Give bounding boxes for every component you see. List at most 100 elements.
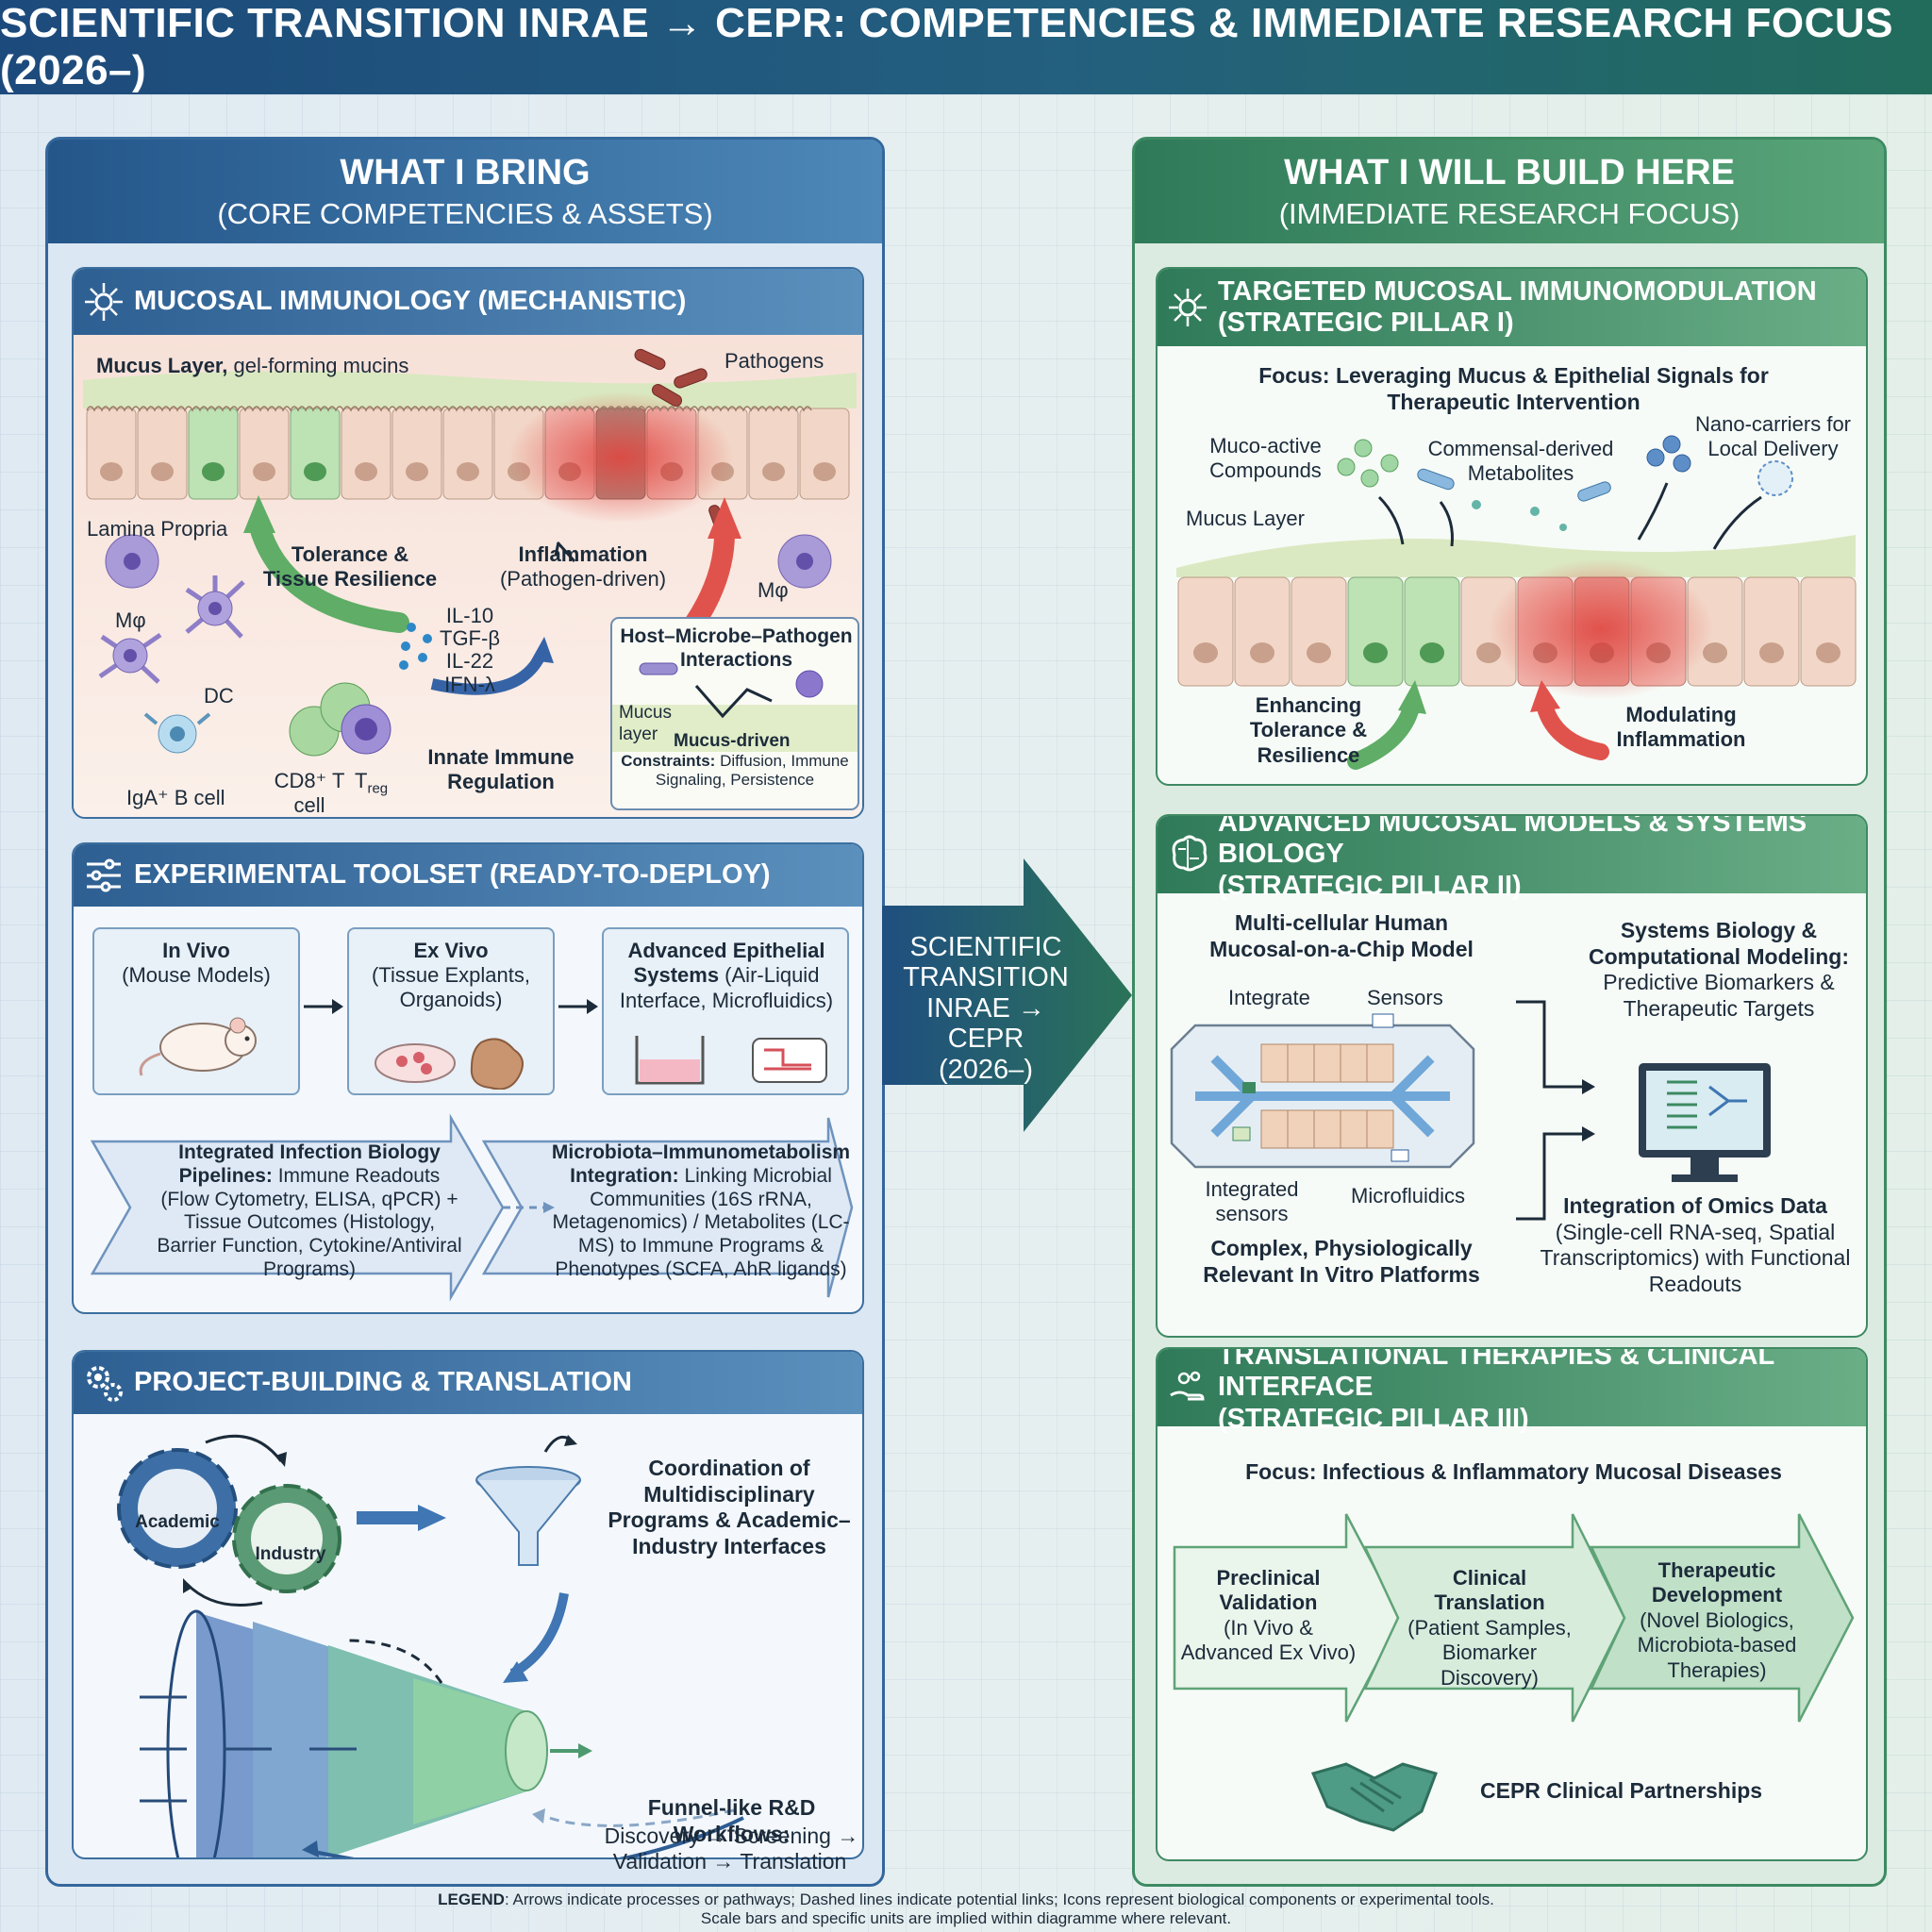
nanoparticle-icon: [1757, 460, 1793, 496]
in-vivo-label: In Vivo: [162, 939, 230, 962]
transition-line-3: INRAE → CEPR: [926, 992, 1045, 1055]
academic-gear-icon: [117, 1448, 238, 1569]
pathogens-label: Pathogens: [724, 349, 824, 373]
enhancing-arrow: [1347, 696, 1421, 770]
legend-line-2: Scale bars and specific units are implie…: [700, 1909, 1232, 1928]
right-column: WHAT I WILL BUILD HERE (IMMEDIATE RESEAR…: [1132, 137, 1887, 1887]
pillar-2-header: ADVANCED MUCOSAL MODELS & SYSTEMS BIOLOG…: [1158, 816, 1866, 901]
project-building-title: PROJECT-BUILDING & TRANSLATION: [134, 1367, 632, 1398]
mucosal-immunology-header: MUCOSAL IMMUNOLOGY (MECHANISTIC): [74, 269, 862, 335]
toolset-header: EXPERIMENTAL TOOLSET (READY-TO-DEPLOY): [74, 844, 862, 907]
mucus-layer-small-label: Mucus layer: [619, 703, 672, 744]
cytokine-1: IL-10: [445, 604, 494, 627]
integrated-sensor-chip: [1232, 1126, 1251, 1141]
pillar-3-focus: Focus: Infectious & Inflammatory Mucosal…: [1245, 1459, 1782, 1484]
macrophage-label-left: Mφ: [115, 608, 146, 632]
modulating-label: Modulating Inflammation: [1616, 703, 1746, 752]
pipeline-1-text: Integrated Infection Biology Pipelines: …: [157, 1141, 462, 1280]
therapeutic-text: Therapeutic Development(Novel Biologics,…: [1637, 1558, 1797, 1682]
cytokine-3: IL-22: [445, 649, 494, 674]
ex-vivo-label: Ex Vivo: [413, 939, 489, 962]
transition-text: SCIENTIFIC TRANSITION INRAE → CEPR (2026…: [887, 932, 1085, 1085]
macrophage-icon-left: [105, 534, 159, 589]
advanced-epithelial-sub: (Air-Liquid Interface, Microfluidics): [619, 963, 834, 1012]
microfluidics-port: [1391, 1149, 1409, 1162]
microfluidics-label: Microfluidics: [1351, 1184, 1466, 1208]
cytokine-list: IL-10 TGF-β IL-22 IFN-λ: [432, 604, 508, 696]
integrate-label: Integrate: [1228, 986, 1310, 1009]
hand-molecule-icon: [1158, 1367, 1218, 1408]
epithelium-illustration: [74, 335, 862, 817]
transition-line-2: TRANSITION: [903, 962, 1069, 993]
pillar-1-subtitle: (STRATEGIC PILLAR I): [1218, 308, 1514, 338]
funnel-line-1: Discovery → Screening →: [604, 1824, 859, 1848]
iga-b-cell-label: IgA⁺ B cell: [126, 786, 225, 809]
left-column-header: WHAT I BRING (CORE COMPETENCIES & ASSETS…: [48, 140, 882, 243]
commensal-label: Commensal-derived Metabolites: [1427, 437, 1614, 486]
funnel-title: Funnel-like R&D Workflows:: [647, 1795, 816, 1846]
dc-label: DC: [204, 684, 234, 708]
pillar-3-title: TRANSLATIONAL THERAPIES & CLINICAL INTER…: [1218, 1347, 1774, 1403]
pipeline-chevrons: [90, 1113, 854, 1302]
immunomodulation-icon: [1158, 287, 1218, 328]
transition-line-1: SCIENTIFIC: [909, 932, 1062, 962]
immune-cell-icon: [74, 281, 134, 323]
microfluidic-channel: [1195, 1055, 1450, 1138]
systems-biology-text: Systems Biology & Computational Modeling…: [1589, 918, 1849, 1021]
pillar-1-focus: Focus: Leveraging Mucus & Epithelial Sig…: [1258, 363, 1769, 414]
virus-icon: [795, 670, 824, 698]
integrate-sensor-chip: [1242, 1082, 1256, 1093]
pipeline-1-arrow: [90, 1113, 505, 1302]
pillar-3-header: TRANSLATIONAL THERAPIES & CLINICAL INTER…: [1158, 1347, 1866, 1434]
left-heading: WHAT I BRING: [340, 152, 591, 192]
industry-gear-icon: [232, 1484, 341, 1593]
toolset-title: EXPERIMENTAL TOOLSET (READY-TO-DEPLOY): [134, 859, 771, 891]
mucus-layer-label-bold: Mucus Layer,: [96, 354, 228, 377]
hmp-title: Host–Microbe–Pathogen Interactions: [620, 625, 853, 672]
pipeline-2-arrow: [481, 1117, 854, 1298]
coordination-label: Coordination of Multidisciplinary Progra…: [608, 1456, 851, 1558]
advanced-epithelial-card: Advanced Epithelial Systems (Air-Liquid …: [602, 927, 849, 1095]
academic-label: Academic: [135, 1512, 220, 1532]
lamina-propria-label: Lamina Propria: [87, 517, 228, 541]
computer-monitor-icon: [1639, 1063, 1771, 1182]
muco-active-compound-dots: [1337, 439, 1399, 488]
clinical-arrow: [1363, 1513, 1626, 1723]
modulating-arrow: [1536, 696, 1609, 760]
mouse-icon: [139, 1017, 257, 1076]
b-cell-icon: [143, 712, 211, 754]
pillar-3-panel: TRANSLATIONAL THERAPIES & CLINICAL INTER…: [1156, 1347, 1868, 1861]
constraints-rest: Diffusion, Immune Signaling, Persistence: [655, 752, 849, 790]
translation-chevrons: [1173, 1513, 1855, 1723]
left-column: WHAT I BRING (CORE COMPETENCIES & ASSETS…: [45, 137, 885, 1887]
project-building-header: PROJECT-BUILDING & TRANSLATION: [74, 1352, 862, 1414]
pillar-1-title: TARGETED MUCOSAL IMMUNOMODULATION: [1218, 275, 1817, 307]
advanced-epithelial-label: Advanced Epithelial Systems: [627, 939, 825, 988]
rnd-funnel-shape: [166, 1609, 548, 1857]
pillar-1-illustration: [1176, 435, 1857, 770]
integrated-sensors-label: Integrated sensors: [1205, 1177, 1299, 1226]
transwell-chip-icon: [635, 1036, 827, 1085]
cytokine-dots: [399, 623, 432, 670]
legend-title: LEGEND: [438, 1890, 505, 1908]
inflammation-label: Inflammation: [518, 542, 648, 566]
transition-line-4: (2026–): [939, 1054, 1033, 1085]
ex-vivo-card: Ex Vivo (Tissue Explants, Organoids): [347, 927, 555, 1095]
in-vivo-sub: (Mouse Models): [122, 963, 271, 987]
treg-cell-icon: [341, 704, 391, 755]
nano-carrier-label: Nano-carriers for Local Delivery: [1694, 412, 1852, 461]
therapeutic-arrow: [1590, 1513, 1855, 1723]
pillar-3-subtitle: (STRATEGIC PILLAR III): [1218, 1403, 1529, 1434]
chip-title: Multi-cellular Human Mucosal-on-a-Chip M…: [1209, 910, 1474, 961]
funnel-icon: [475, 1466, 581, 1566]
pipeline-2-text: Microbiota–Immunometabolism Integration:…: [551, 1141, 851, 1280]
cytokine-4: IFN-λ: [444, 672, 495, 696]
funnel-line-2: Validation → Translation: [612, 1849, 847, 1874]
page-title: SCIENTIFIC TRANSITION INRAE → CEPR: COMP…: [0, 0, 1893, 93]
inflammation-sub-label: (Pathogen-driven): [499, 567, 667, 591]
mucosal-immunology-panel: MUCOSAL IMMUNOLOGY (MECHANISTIC): [72, 267, 864, 819]
epithelial-cells: [86, 408, 850, 500]
mucus-driven-label: Mucus-driven: [674, 731, 791, 751]
mucus-layer-label-rest: gel-forming mucins: [227, 354, 409, 377]
industry-label: Industry: [255, 1544, 326, 1564]
